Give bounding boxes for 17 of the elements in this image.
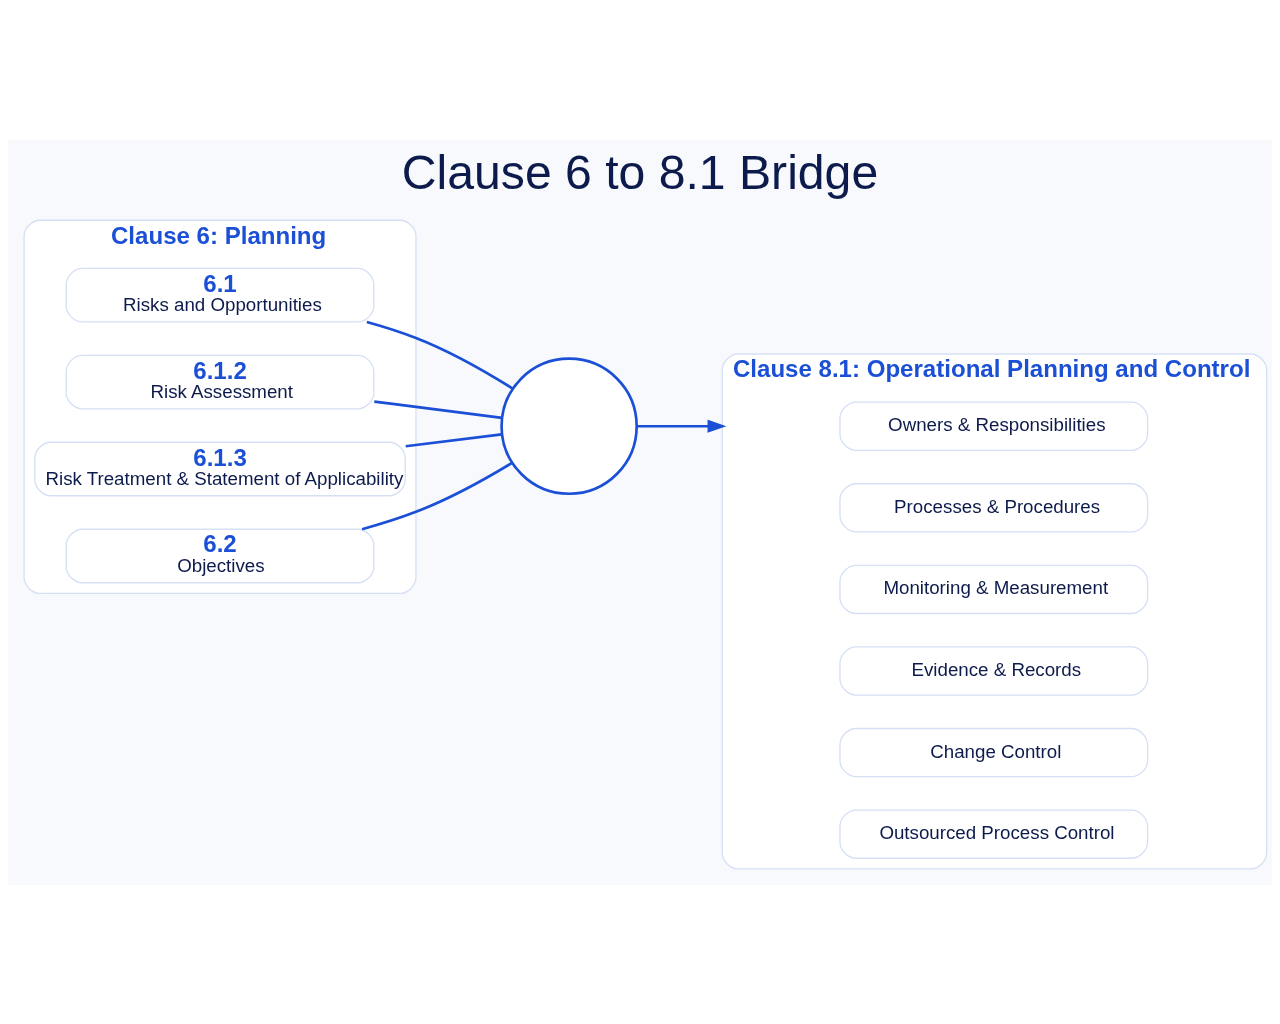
node-box: Monitoring & Measurement: [839, 564, 1149, 614]
arrow: [636, 419, 727, 433]
node-box: 6.2 Objectives: [65, 528, 375, 583]
node-box: Evidence & Records: [839, 645, 1149, 696]
connector: [361, 461, 513, 530]
node-box: 6.1.2 Risk Assessment: [65, 354, 375, 409]
connector: [405, 432, 502, 448]
node-circle: [500, 356, 638, 495]
node-box: Processes & Procedures: [839, 482, 1149, 533]
connector: [366, 320, 514, 390]
diagram-title: Clause 6 to 8.1 Bridge: [401, 144, 879, 199]
node-box: Outsourced Process Control: [839, 808, 1149, 859]
node-box: Owners & Responsibilities: [839, 400, 1149, 451]
node-box: Change Control: [839, 727, 1149, 777]
node-box: 6.1.3 Risk Treatment & Statement of Applicability: [34, 441, 406, 496]
connector: [374, 399, 503, 419]
node-box: 6.1 Risks and Opportunities: [65, 267, 375, 323]
